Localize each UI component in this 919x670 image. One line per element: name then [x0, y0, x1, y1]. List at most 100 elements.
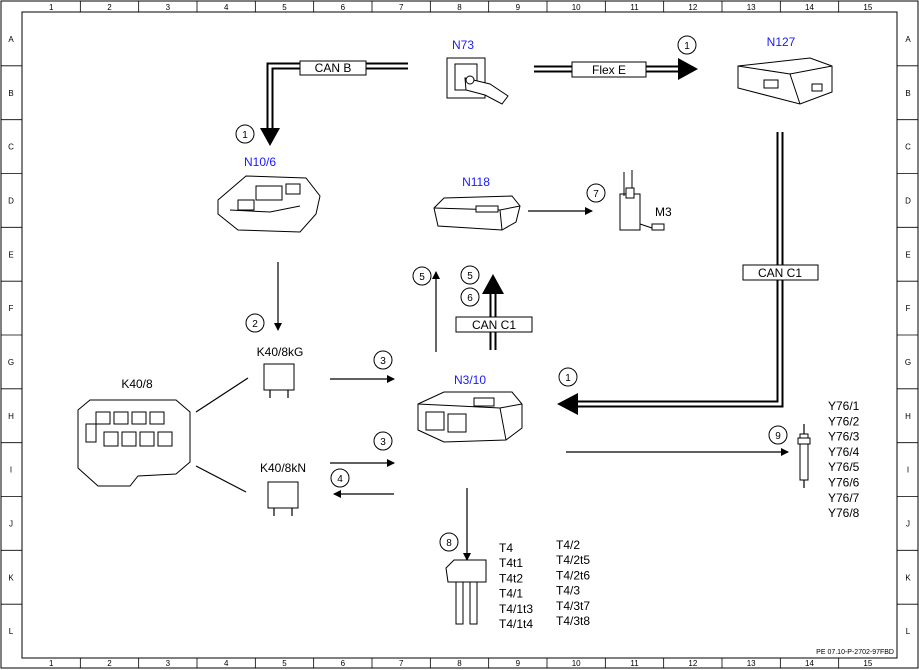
n118-label: N118 [462, 175, 490, 189]
grid-row-D-left: D [8, 196, 14, 205]
n10-6-label: N10/6 [244, 155, 276, 169]
grid-col-15-bottom: 15 [863, 659, 872, 668]
t4-item: T4/2t5 [556, 553, 590, 567]
grid-col-4-top: 4 [224, 3, 229, 12]
t4-item: T4/1 [499, 587, 523, 601]
svg-text:3: 3 [380, 437, 386, 448]
grid-row-A-left: A [8, 35, 14, 44]
marker-5-b: 5 [460, 265, 480, 285]
grid-row-K-left: K [8, 573, 14, 582]
marker-4: 4 [330, 468, 350, 488]
t4-item: T4/2t6 [556, 568, 590, 582]
grid-col-10-top: 10 [572, 3, 581, 12]
t4-item: T4/1t3 [499, 602, 533, 616]
marker-9: 9 [768, 425, 788, 445]
grid-row-J-right: J [906, 519, 910, 528]
grid-row-H-left: H [8, 412, 14, 421]
grid-col-1-top: 1 [49, 3, 54, 12]
grid-col-2-top: 2 [107, 3, 112, 12]
t4-item: T4/2 [556, 538, 580, 552]
svg-text:7: 7 [593, 189, 599, 200]
y76-injector-icon[interactable] [797, 424, 811, 488]
k40-8kg-label: K40/8kG [257, 345, 304, 359]
t4-ignition-coil-icon[interactable] [445, 559, 487, 625]
svg-text:3: 3 [380, 356, 386, 367]
grid-col-12-top: 12 [688, 3, 697, 12]
grid-row-E-right: E [905, 250, 910, 259]
marker-6: 6 [460, 287, 480, 307]
k40-8kn-relay-icon[interactable] [267, 481, 299, 516]
grid-col-7-top: 7 [399, 3, 404, 12]
svg-text:1: 1 [565, 373, 571, 384]
marker-1-c: 1 [558, 367, 578, 387]
grid-row-L-left: L [9, 627, 14, 636]
grid-row-I-right: I [907, 466, 909, 475]
y76-item: Y76/6 [828, 476, 860, 490]
grid-row-L-right: L [906, 627, 911, 636]
svg-text:5: 5 [419, 272, 425, 283]
grid-col-6-top: 6 [341, 3, 346, 12]
grid-row-A-right: A [905, 35, 911, 44]
svg-text:2: 2 [252, 319, 258, 330]
svg-text:6: 6 [467, 293, 473, 304]
grid-row-F-right: F [906, 304, 911, 313]
svg-text:9: 9 [775, 431, 781, 442]
grid-row-C-right: C [905, 143, 911, 152]
y76-item: Y76/5 [828, 460, 860, 474]
grid-col-13-bottom: 13 [747, 659, 756, 668]
n3-10-ecu-icon[interactable] [417, 391, 523, 443]
grid-col-9-bottom: 9 [516, 659, 521, 668]
marker-2: 2 [245, 313, 265, 333]
marker-5-a: 5 [412, 266, 432, 286]
t4-item: T4/1t4 [499, 617, 533, 631]
grid-row-G-left: G [8, 358, 14, 367]
column-ticks: 1122334455667788991010111112121313141415… [49, 1, 873, 668]
t4-item: T4 [499, 541, 513, 555]
svg-text:8: 8 [446, 538, 452, 549]
grid-col-13-top: 13 [747, 3, 756, 12]
grid-col-5-bottom: 5 [282, 659, 287, 668]
n73-label: N73 [452, 38, 474, 52]
y76-item: Y76/4 [828, 445, 860, 459]
marker-7: 7 [586, 183, 606, 203]
grid-col-6-bottom: 6 [341, 659, 346, 668]
can-c1-right-bus: CAN C1 [557, 132, 819, 415]
t4-item: T4/3t8 [556, 614, 590, 628]
k40-8-fuse-box-icon[interactable] [77, 399, 191, 487]
n73-ignition-switch-icon[interactable] [446, 57, 509, 105]
marker-1-b: 1 [677, 35, 697, 55]
k40-8kn-label: K40/8kN [260, 461, 306, 475]
svg-text:1: 1 [684, 41, 690, 52]
grid-row-C-left: C [8, 143, 14, 152]
t4-item: T4/3 [556, 584, 580, 598]
svg-text:5: 5 [467, 271, 473, 282]
marker-3-b: 3 [373, 431, 393, 451]
m3-fuel-pump-icon[interactable] [619, 170, 665, 231]
grid-col-11-bottom: 11 [630, 659, 639, 668]
t4-item: T4/3t7 [556, 599, 590, 613]
grid-col-3-top: 3 [166, 3, 171, 12]
flex-e-label: Flex E [592, 63, 626, 77]
can-b-bus: CAN B [260, 60, 408, 146]
grid-row-K-right: K [905, 573, 911, 582]
marker-3-a: 3 [373, 350, 393, 370]
reference-code: PE 07.10-P-2702-97FBD [816, 649, 894, 656]
n10-6-module-icon[interactable] [217, 175, 321, 233]
grid-col-10-bottom: 10 [572, 659, 581, 668]
grid-col-14-top: 14 [805, 3, 814, 12]
grid-col-4-bottom: 4 [224, 659, 229, 668]
grid-row-I-left: I [10, 466, 12, 475]
grid-col-5-top: 5 [282, 3, 287, 12]
grid-row-J-left: J [9, 519, 13, 528]
k40-8kg-relay-icon[interactable] [263, 363, 295, 398]
grid-col-15-top: 15 [863, 3, 872, 12]
m3-label: M3 [655, 205, 672, 219]
n3-10-label: N3/10 [454, 373, 486, 387]
n118-module-icon[interactable] [433, 195, 521, 231]
grid-row-D-right: D [905, 196, 911, 205]
n127-module-icon[interactable] [737, 57, 833, 105]
